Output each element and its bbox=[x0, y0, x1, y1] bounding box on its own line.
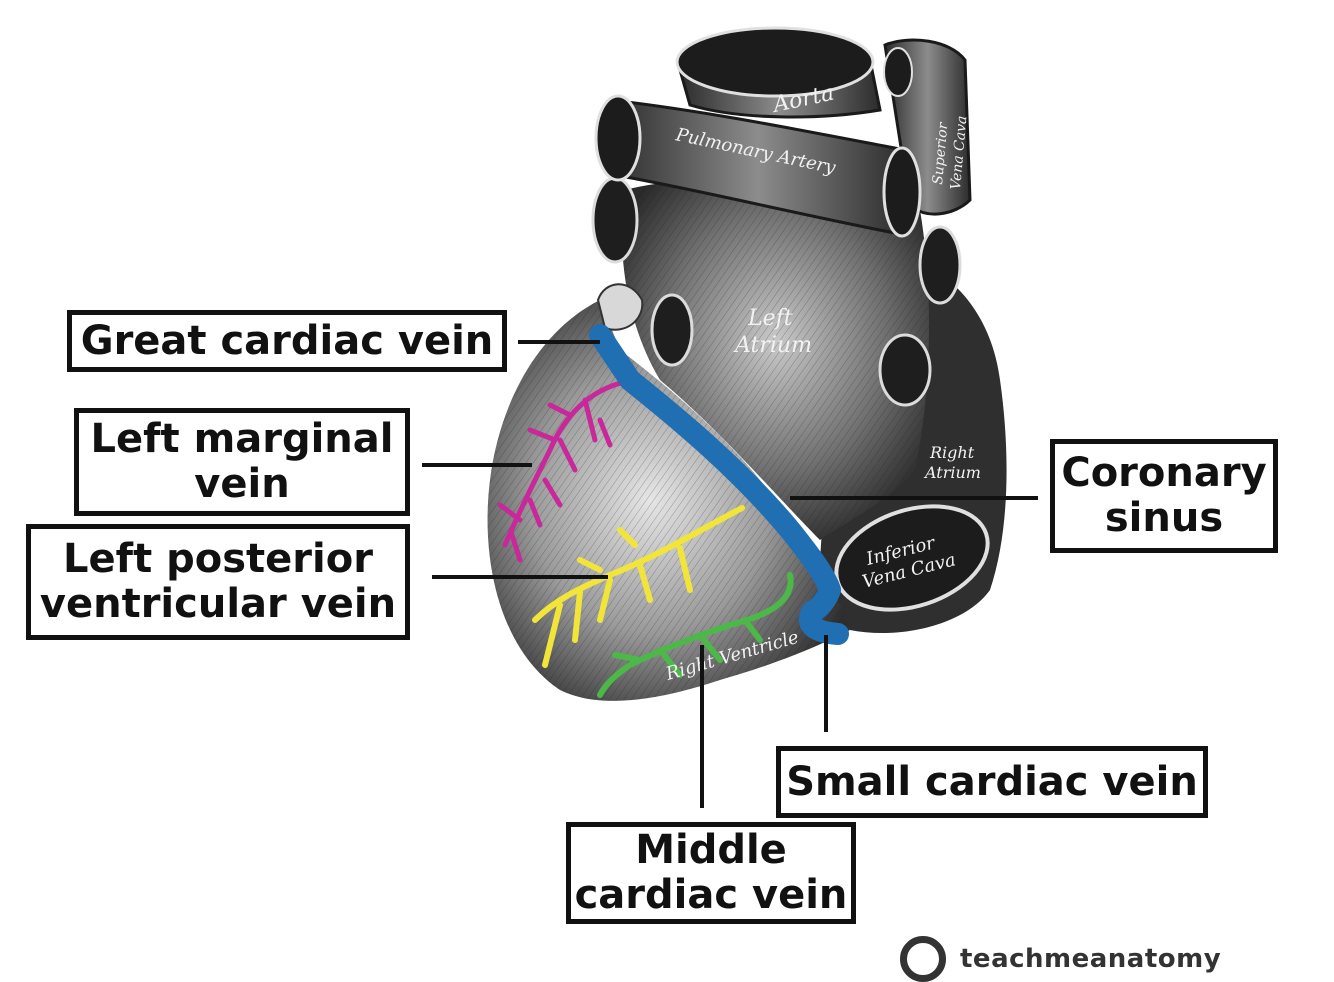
label-text: Left posterior bbox=[63, 536, 373, 583]
label-text: Coronary bbox=[1061, 450, 1267, 497]
heart-illustration bbox=[487, 26, 1007, 701]
left-auricle bbox=[596, 283, 644, 331]
teachmeanatomy-logo-icon bbox=[900, 936, 946, 982]
pulmonary-vein-opening bbox=[918, 225, 962, 305]
label-text: Small cardiac vein bbox=[786, 758, 1198, 805]
watermark-text: teachmeanatomy bbox=[960, 944, 1222, 974]
left-marginal-vein-path bbox=[497, 379, 628, 563]
label-text: Great cardiac vein bbox=[80, 317, 494, 364]
pulmonary-vein-opening bbox=[591, 176, 639, 264]
label-small-cardiac-vein: Small cardiac vein bbox=[776, 746, 1208, 818]
pulmonary-vein-opening bbox=[878, 333, 932, 407]
label-great-cardiac-vein: Great cardiac vein bbox=[67, 310, 507, 372]
coronary-sinus-path bbox=[589, 324, 849, 645]
right-atrium-text-2: Atrium bbox=[923, 463, 981, 482]
left-atrium-text-1: Left bbox=[747, 306, 793, 331]
aorta-opening bbox=[675, 26, 875, 98]
label-text: cardiac vein bbox=[574, 872, 848, 918]
watermark: teachmeanatomy bbox=[900, 936, 1221, 982]
svc-text-1: Superior bbox=[930, 121, 951, 186]
label-text: Left marginal bbox=[90, 416, 394, 463]
right-atrium-text-1: Right bbox=[929, 443, 975, 462]
leader-lines bbox=[422, 340, 1038, 808]
label-text: Middle bbox=[635, 827, 787, 874]
label-left-posterior-ventricular-vein: Left posterior ventricular vein bbox=[26, 524, 410, 640]
pulmonary-artery-opening bbox=[594, 94, 642, 182]
label-text: sinus bbox=[1104, 495, 1224, 541]
middle-cardiac-vein-path bbox=[597, 572, 794, 698]
label-left-marginal-vein: Left marginal vein bbox=[74, 408, 410, 516]
label-text: ventricular vein bbox=[39, 581, 397, 627]
coloured-veins bbox=[497, 324, 849, 698]
label-coronary-sinus: Coronary sinus bbox=[1050, 439, 1278, 553]
label-text: vein bbox=[194, 461, 290, 507]
left-posterior-ventricular-vein-path bbox=[532, 505, 745, 668]
left-atrium-text-2: Atrium bbox=[733, 333, 812, 358]
pulmonary-vein-opening bbox=[650, 293, 694, 367]
svc-opening bbox=[883, 47, 913, 97]
svc-text-2: Vena Cava bbox=[948, 115, 970, 190]
heart-diagram: Aorta Pulmonary Artery Superior Vena Cav… bbox=[422, 26, 1038, 808]
label-middle-cardiac-vein: Middle cardiac vein bbox=[566, 822, 856, 924]
pulmonary-artery-opening bbox=[882, 146, 922, 238]
